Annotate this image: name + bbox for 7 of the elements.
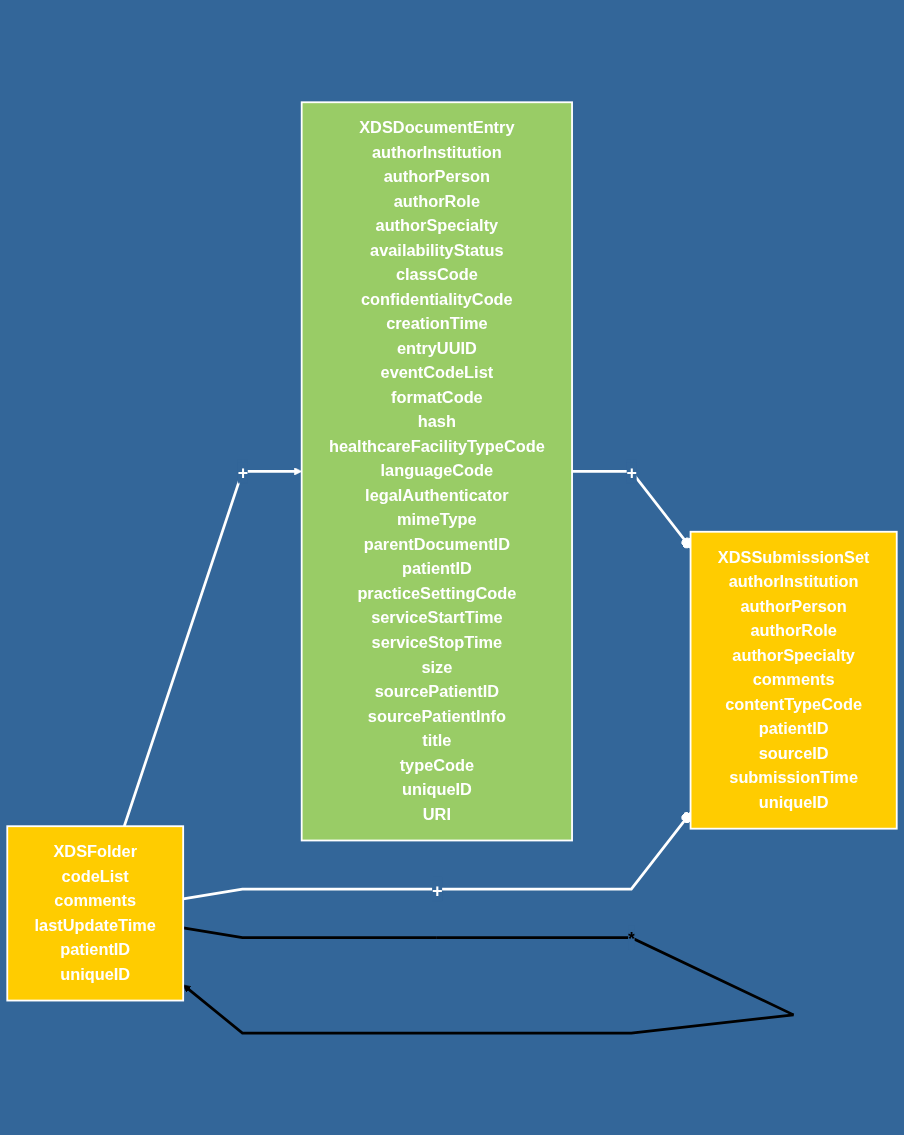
edge-label: +: [432, 880, 443, 901]
edge-label: +: [626, 462, 638, 483]
node-box: XDSDocumentEntry authorInstitution authorPerson authorRole authorSpecialty availabilityStatus classCode confidentialityCode creationTime entryUUID eventCodeList formatCode hash healthcareFacilityTypeCode languageCode legalAuthenticator mimeType parentDocumentID patientID practiceSettingCode serviceStartTime serviceStopTime size sourcePatientID sourcePatientInfo title typeCode uniqueID URI: [300, 101, 573, 842]
edge-label: *: [628, 928, 636, 949]
edge-label: +: [237, 462, 249, 483]
node-box: XDSSubmissionSet authorInstitution authorPerson authorRole authorSpecialty comments contentTypeCode patientID sourceID submissionTime uniqueID: [689, 530, 898, 830]
node-box: XDSFolder codeList comments lastUpdateTime patientID uniqueID: [6, 825, 185, 1002]
